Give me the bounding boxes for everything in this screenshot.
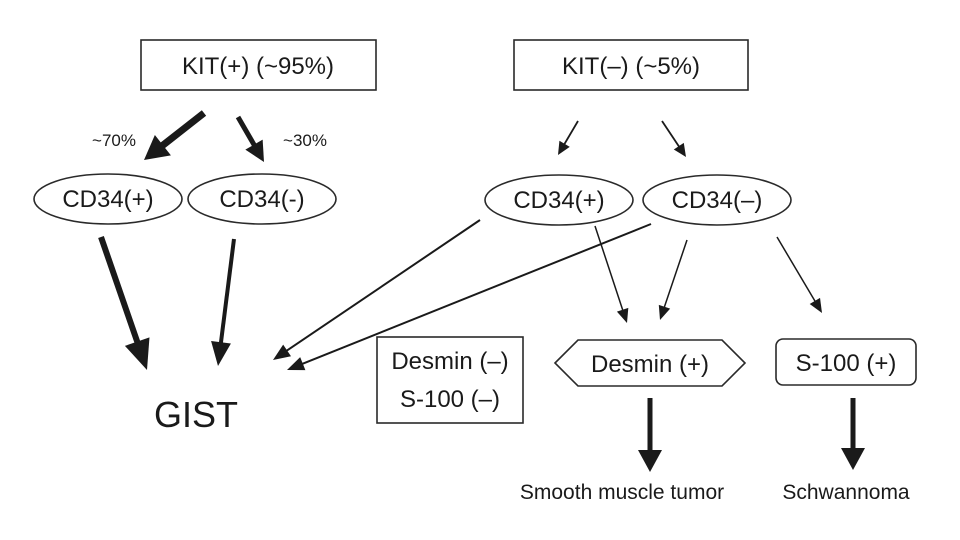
arrow-layer [98, 110, 865, 472]
percent-30-label: ~30% [283, 131, 327, 150]
arrow-cd34pos-right-to-gist-shaft [284, 219, 481, 353]
arrow-cd34neg-right-to-s100 [776, 236, 822, 313]
arrow-cd34pos-left-to-gist-shaft [98, 236, 141, 345]
cd34-negative-right-node: CD34(–) [642, 174, 792, 226]
kit-negative-label: KIT(–) (~5%) [562, 53, 700, 80]
arrow-cd34neg-right-to-desmin [658, 239, 688, 320]
arrow-kitpos-to-cd34neg-left-head [245, 139, 264, 162]
arrow-kitpos-to-cd34neg-left [235, 115, 264, 162]
s100-negative-label: S-100 (–) [400, 386, 500, 413]
desmin-positive-label: Desmin (+) [591, 351, 709, 378]
arrow-cd34neg-left-to-gist-head [211, 340, 231, 366]
s100-positive-node: S-100 (+) [775, 338, 917, 386]
arrow-cd34pos-right-to-desmin-shaft [594, 225, 624, 312]
arrow-cd34pos-left-to-gist-head [124, 337, 150, 370]
arrow-kitpos-to-cd34pos-left-head [144, 134, 171, 160]
arrow-kitpos-to-cd34pos-left [144, 110, 207, 160]
arrow-kitneg-to-cd34pos-right-shaft [562, 120, 579, 146]
arrow-kitneg-to-cd34neg-right [661, 120, 686, 157]
arrow-kitpos-to-cd34neg-left-shaft [235, 115, 258, 148]
arrow-cd34neg-right-to-desmin-head [658, 304, 671, 320]
arrow-cd34neg-right-to-gist [287, 223, 652, 371]
arrow-cd34neg-right-to-desmin-shaft [663, 239, 688, 309]
kit-positive-label: KIT(+) (~95%) [182, 53, 334, 80]
cd34-positive-left-node: CD34(+) [33, 173, 183, 225]
desmin-s100-negative-node: Desmin (–) S-100 (–) [376, 336, 524, 424]
cd34-positive-right-node: CD34(+) [484, 174, 634, 226]
arrow-cd34pos-right-to-desmin [594, 225, 629, 323]
arrow-desmin-to-smooth-muscle-head [638, 450, 662, 472]
arrow-cd34neg-left-to-gist-shaft [218, 238, 236, 345]
arrow-cd34pos-right-to-gist [273, 219, 481, 360]
kit-positive-node: KIT(+) (~95%) [140, 39, 377, 91]
cd34-negative-left-node: CD34(-) [187, 173, 337, 225]
arrow-cd34pos-left-to-gist [98, 236, 150, 370]
arrow-cd34pos-right-to-desmin-head [616, 307, 629, 323]
arrow-s100-to-schwannoma-head [841, 448, 865, 470]
arrow-kitpos-to-cd34pos-left-shaft [159, 110, 207, 150]
cd34-negative-right-label: CD34(–) [672, 187, 763, 214]
arrow-kitneg-to-cd34neg-right-head [673, 142, 686, 157]
arrow-kitneg-to-cd34pos-right-head [558, 140, 570, 155]
cd34-negative-left-label: CD34(-) [219, 186, 304, 213]
arrow-cd34neg-right-to-s100-shaft [776, 236, 817, 304]
arrow-cd34neg-left-to-gist [211, 238, 236, 366]
arrow-cd34neg-right-to-gist-head [287, 357, 306, 371]
smooth-muscle-tumor-label: Smooth muscle tumor [520, 481, 724, 504]
arrow-cd34neg-right-to-gist-shaft [300, 223, 652, 366]
gist-label: GIST [154, 394, 238, 435]
desmin-positive-node: Desmin (+) [553, 339, 747, 387]
cd34-positive-left-label: CD34(+) [62, 186, 153, 213]
arrow-s100-to-schwannoma [841, 398, 865, 470]
kit-negative-node: KIT(–) (~5%) [513, 39, 749, 91]
arrow-cd34pos-right-to-gist-head [273, 344, 292, 360]
cd34-positive-right-label: CD34(+) [513, 187, 604, 214]
percent-70-label: ~70% [92, 131, 136, 150]
s100-positive-label: S-100 (+) [796, 350, 897, 377]
desmin-negative-label: Desmin (–) [391, 348, 508, 375]
arrow-cd34neg-right-to-s100-head [809, 297, 822, 313]
arrow-kitneg-to-cd34neg-right-shaft [661, 120, 681, 149]
arrow-desmin-to-smooth-muscle [638, 398, 662, 472]
schwannoma-label: Schwannoma [782, 481, 910, 504]
arrow-kitneg-to-cd34pos-right [558, 120, 579, 155]
